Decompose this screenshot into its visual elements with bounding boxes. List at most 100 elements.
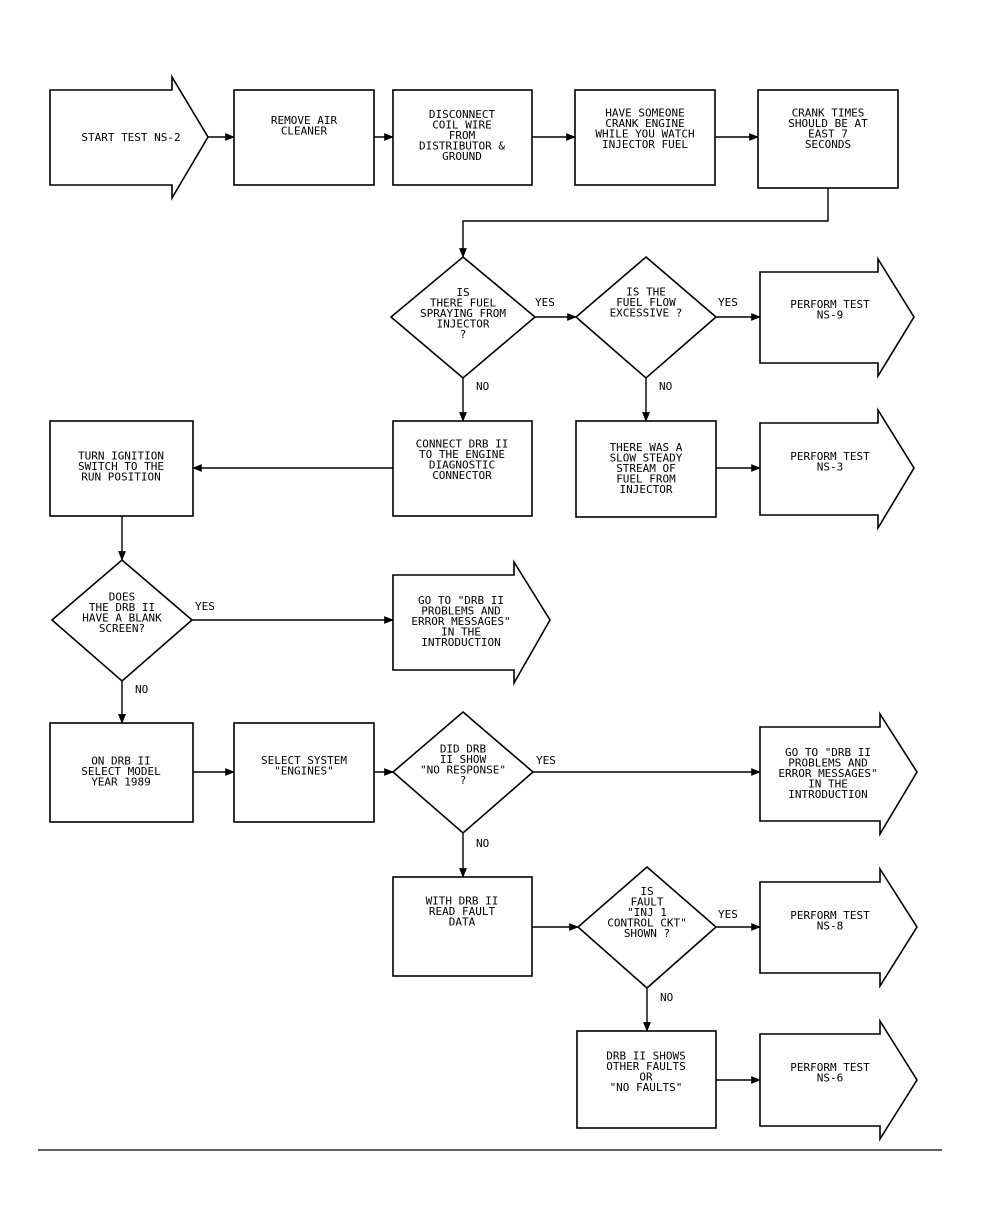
d-no-response-line: "NO RESPONSE" (420, 763, 506, 776)
perform-ns9-line: NS-9 (817, 308, 844, 321)
perform-ns9-line: PERFORM TEST (790, 298, 870, 311)
goto-intro1-line: ERROR MESSAGES" (411, 615, 510, 628)
connect-drb-line: TO THE ENGINE (419, 448, 505, 461)
node-select-system: SELECT SYSTEM"ENGINES" (233, 722, 375, 823)
d-blank-line: THE DRB II (89, 601, 155, 614)
label-no-fuel-spray: NO (476, 380, 489, 393)
label-no-excessive: NO (659, 380, 672, 393)
crank-line: HAVE SOMEONE (605, 106, 684, 119)
node-select-system-text: SELECT SYSTEM"ENGINES" (261, 754, 347, 778)
d-blank-line: SCREEN? (99, 622, 145, 635)
goto-intro1-line: IN THE (441, 626, 481, 639)
perform-ns3-line: NS-3 (817, 460, 844, 473)
label-no-fault-inj: NO (660, 991, 673, 1004)
select-system-line: "ENGINES" (274, 764, 334, 777)
goto-intro1-line: GO TO "DRB II (418, 594, 504, 607)
perform-ns6-line: PERFORM TEST (790, 1061, 870, 1074)
other-faults-line: DRB II SHOWS (606, 1049, 685, 1062)
label-yes-no-response: YES (536, 754, 556, 767)
remove-air-line: CLEANER (281, 124, 328, 137)
on-drb-line: YEAR 1989 (91, 776, 151, 789)
crank-line: WHILE YOU WATCH (595, 127, 694, 140)
crank-times-line: EAST 7 (808, 127, 848, 140)
crank-times-line: SHOULD BE AT (788, 117, 868, 130)
disconnect-line: GROUND (442, 150, 482, 163)
goto-intro2-line: PROBLEMS AND (788, 757, 867, 770)
perform-ns8-line: NS-8 (817, 919, 844, 932)
goto-intro2-line: IN THE (808, 778, 848, 791)
d-fuel-spray-line: ? (460, 328, 467, 341)
crank-times-line: SECONDS (805, 138, 851, 151)
connect-drb-line: CONNECTOR (432, 469, 492, 482)
turn-ignition-line: TURN IGNITION (78, 450, 164, 463)
read-fault-line: DATA (449, 916, 476, 929)
d-fuel-spray-line: THERE FUEL (430, 297, 497, 310)
d-no-response-line: II SHOW (440, 753, 487, 766)
perform-ns3-line: PERFORM TEST (790, 450, 870, 463)
label-no-blank: NO (135, 683, 148, 696)
crank-line: CRANK ENGINE (605, 117, 684, 130)
node-start-text: START TEST NS-2 (81, 131, 180, 144)
slow-steady-line: STREAM OF (616, 462, 676, 475)
perform-ns6-line: NS-6 (817, 1071, 844, 1084)
turn-ignition-line: RUN POSITION (81, 471, 160, 484)
other-faults-line: OTHER FAULTS (606, 1060, 685, 1073)
d-fault-inj-line: "INJ 1 (627, 906, 667, 919)
read-fault-line: READ FAULT (429, 905, 496, 918)
d-no-response-line: DID DRB (440, 742, 487, 755)
connect-drb-line: DIAGNOSTIC (429, 458, 495, 471)
d-fuel-spray-line: IS (456, 286, 469, 299)
d-fault-inj-line: CONTROL CKT" (607, 917, 686, 930)
slow-steady-line: THERE WAS A (610, 441, 683, 454)
other-faults-line: OR (639, 1070, 653, 1083)
d-excessive-line: IS THE (626, 286, 666, 299)
label-yes-blank: YES (195, 600, 215, 613)
disconnect-line: FROM (449, 129, 476, 142)
d-blank-line: HAVE A BLANK (82, 611, 162, 624)
d-fuel-spray-line: INJECTOR (437, 318, 490, 331)
disconnect-line: DISCONNECT (429, 108, 496, 121)
d-fault-inj-line: SHOWN ? (624, 927, 670, 940)
start-line: START TEST NS-2 (81, 131, 180, 144)
connect-drb-line: CONNECT DRB II (416, 437, 509, 450)
crank-times-line: CRANK TIMES (792, 106, 865, 119)
arrow-cranktimes-fuelspray (459, 188, 829, 258)
turn-ignition-line: SWITCH TO THE (78, 460, 164, 473)
perform-ns8-line: PERFORM TEST (790, 909, 870, 922)
d-excessive-line: EXCESSIVE ? (610, 307, 683, 320)
label-yes-fuel-spray: YES (535, 296, 555, 309)
connectors (118, 133, 829, 1084)
label-no-no-response: NO (476, 837, 489, 850)
goto-intro2-line: GO TO "DRB II (785, 746, 871, 759)
slow-steady-line: SLOW STEADY (610, 452, 683, 465)
d-excessive-line: FUEL FLOW (616, 296, 676, 309)
